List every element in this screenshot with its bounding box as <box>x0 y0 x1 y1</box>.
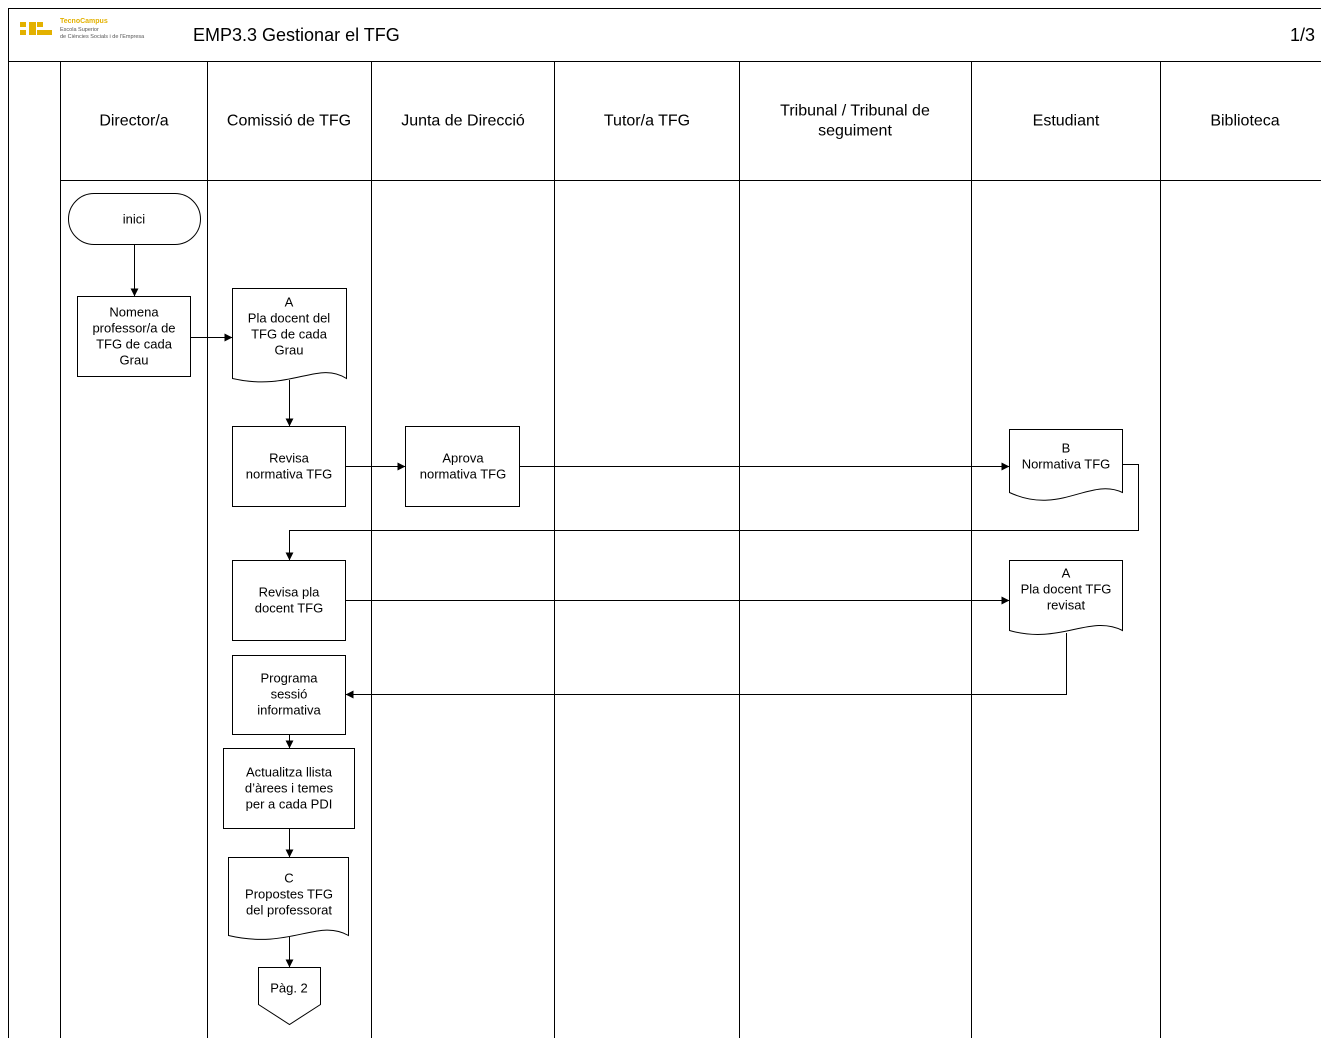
node-pla-revisat-line-1: A <box>1062 566 1071 581</box>
node-pla-docent-line-2: Pla docent del <box>248 311 331 326</box>
revisa-pla-box <box>232 560 346 641</box>
node-nomena-line-1: Nomena <box>109 305 159 320</box>
node-propostes-line-2: Propostes TFG <box>245 887 333 902</box>
node-aprova-normativa-line-2: normativa TFG <box>420 467 506 482</box>
node-nomena-line-4: Grau <box>120 353 149 368</box>
node-nomena-line-2: professor/a de <box>92 321 175 336</box>
node-normativa-tfg-line-1: B <box>1062 441 1071 456</box>
node-programa-sessio-line-2: sessió <box>271 687 308 702</box>
node-pla-revisat-line-2: Pla docent TFG <box>1021 582 1112 597</box>
node-revisa-normativa-line-2: normativa TFG <box>246 467 332 482</box>
lane-header-estudiant-line-1: Estudiant <box>1033 113 1100 130</box>
node-propostes-line-1: C <box>284 871 293 886</box>
lane-headers: Director/a Comissió de TFG Junta de Direcc… <box>99 103 1279 140</box>
node-start-line-1: inici <box>123 212 146 227</box>
node-pla-docent-line-4: Grau <box>275 343 304 358</box>
page-frame <box>8 8 1321 1038</box>
page-header: TecnoCampus Escola Superior de Ciències … <box>0 0 1321 62</box>
node-nomena-line-3: TFG de cada <box>96 337 173 352</box>
programa-sessio-box <box>232 655 346 735</box>
revisa-normativa-box <box>232 426 346 507</box>
page-title: EMP3.3 Gestionar el TFG <box>193 25 400 45</box>
node-actualitza-line-1: Actualitza llista <box>246 765 333 780</box>
flow-connectors <box>130 245 1139 968</box>
normativa-tfg-document <box>1009 429 1123 501</box>
node-pla-docent-line-3: TFG de cada <box>251 327 328 342</box>
node-revisa-normativa-line-1: Revisa <box>269 451 310 466</box>
node-aprova-normativa-line-1: Aprova <box>442 451 484 466</box>
tecnocampus-logo-icon <box>20 22 52 35</box>
node-pla-revisat-line-3: revisat <box>1047 598 1086 613</box>
propostes-document <box>228 857 349 940</box>
node-revisa-pla-line-1: Revisa pla <box>259 585 320 600</box>
logo-subtitle-line2: de Ciències Socials i de l'Empresa <box>60 34 145 40</box>
lane-header-comissio-tfg-line-1: Comissió de TFG <box>227 113 351 130</box>
lane-header-tutor-tfg-line-1: Tutor/a TFG <box>604 113 690 130</box>
connector-normativa-to-revisa-pla <box>285 464 1139 561</box>
node-actualitza-line-3: per a cada PDI <box>246 797 333 812</box>
connector-pla-revisat-to-programa <box>345 633 1067 699</box>
aprova-normativa-box <box>405 426 520 507</box>
node-revisa-pla-line-2: docent TFG <box>255 601 323 616</box>
pla-revisat-document <box>1009 560 1123 635</box>
start-terminator <box>68 193 201 245</box>
nomena-process-box <box>77 296 191 377</box>
lane-header-tribunal-line-1: Tribunal / Tribunal de <box>780 103 930 120</box>
node-programa-sessio-line-1: Programa <box>260 671 318 686</box>
node-pag2-line-1: Pàg. 2 <box>270 981 308 996</box>
lane-header-biblioteca-line-1: Biblioteca <box>1210 113 1279 130</box>
lane-header-director-line-1: Director/a <box>99 113 168 130</box>
node-programa-sessio-line-3: informativa <box>257 703 321 718</box>
tecnocampus-logo: TecnoCampus Escola Superior de Ciències … <box>20 18 180 48</box>
actualitza-box <box>223 748 355 829</box>
page-number: 1/3 <box>1289 25 1315 45</box>
lane-header-tribunal-line-2: seguiment <box>818 123 892 140</box>
off-page-connector-pag2 <box>258 967 321 1026</box>
node-pla-docent-line-1: A <box>285 295 294 310</box>
node-actualitza-line-2: d’àrees i temes <box>245 781 334 796</box>
logo-subtitle-line1: Escola Superior <box>60 27 99 33</box>
logo-name: TecnoCampus <box>60 18 108 25</box>
node-normativa-tfg-line-2: Normativa TFG <box>1022 457 1111 472</box>
pla-docent-document <box>232 288 347 383</box>
lane-header-junta-direccio-line-1: Junta de Direcció <box>401 113 525 130</box>
node-propostes-line-3: del professorat <box>246 903 332 918</box>
